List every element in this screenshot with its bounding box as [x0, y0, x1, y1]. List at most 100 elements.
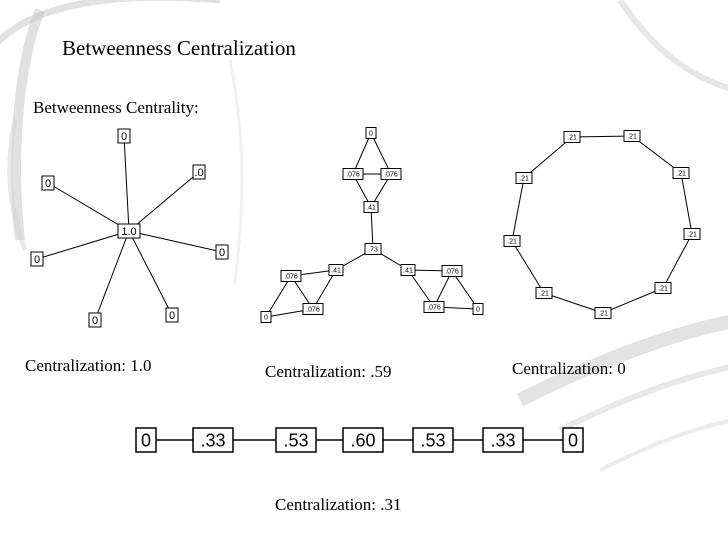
star-leaf-node-label: 0 — [121, 131, 127, 143]
dumbbell-centralization-caption: Centralization: .59 — [265, 362, 392, 381]
circle-node-box — [683, 228, 701, 240]
dumbbell-node-label: .41 — [366, 205, 376, 212]
line-node: .53 — [275, 427, 317, 453]
circle-network: .21 .21 .21 .21 .21 .21 .21 .21 .21 — [503, 130, 701, 319]
star-edge — [123, 135, 130, 232]
dumbbell-node: .076 — [441, 265, 463, 277]
line-centralization-caption: Centralization: .31 — [275, 495, 402, 514]
line-node-label: .33 — [200, 430, 225, 450]
star-edge — [36, 230, 130, 260]
dumbbell-node-label: .076 — [384, 172, 398, 179]
dumbbell-node-label: 0 — [476, 307, 480, 314]
star-edge — [128, 171, 200, 232]
star-leaf-node-box — [88, 312, 102, 328]
star-centralization-caption: Centralization: 1.0 — [25, 356, 152, 375]
circle-node: .21 — [503, 235, 521, 247]
dumbbell-node-box — [380, 168, 402, 180]
circle-node-label: .21 — [676, 171, 686, 178]
line-node-box — [135, 427, 157, 453]
dumbbell-edge — [265, 275, 292, 318]
star-leaf-node: 0 — [215, 244, 229, 260]
dumbbell-node-label: .076 — [306, 307, 320, 314]
star-edge — [47, 182, 130, 232]
star-leaf-node: .0 — [192, 164, 206, 180]
circle-centralization-caption: Centralization: 0 — [512, 359, 626, 378]
circle-node: .21 — [623, 130, 641, 142]
line-node: 0 — [135, 427, 157, 453]
star-leaf-node-label: 0 — [45, 178, 51, 190]
circle-node-label: .21 — [658, 286, 668, 293]
star-edge — [128, 230, 223, 253]
circle-edge — [571, 135, 633, 138]
circle-node: .21 — [683, 228, 701, 240]
circle-node-label: .21 — [519, 176, 529, 183]
star-leaf-node-label: .0 — [194, 167, 203, 179]
line-node-box — [412, 427, 454, 453]
dumbbell-node-label: .076 — [284, 274, 298, 281]
line-node-label: .60 — [350, 430, 375, 450]
circle-node: .21 — [535, 287, 553, 299]
star-leaf-node-box — [117, 128, 131, 144]
dumbbell-node-box — [365, 127, 377, 139]
star-leaf-node-box — [41, 175, 55, 191]
circle-edge — [511, 177, 525, 242]
line-node-label: 0 — [568, 430, 578, 450]
slide-subtitle: Betweenness Centrality: — [33, 98, 199, 117]
star-center-node: 1.0 — [117, 223, 141, 239]
dumbbell-edge — [451, 270, 479, 310]
dumbbell-node: .73 — [364, 243, 382, 255]
star-leaf-node-label: 0 — [219, 247, 225, 259]
dumbbell-node-box — [363, 201, 379, 213]
star-leaf-node-label: 0 — [34, 254, 40, 266]
line-node: .33 — [482, 427, 524, 453]
circle-edge — [543, 292, 604, 314]
dumbbell-node-label: 0 — [264, 315, 268, 322]
star-leaf-node-box — [30, 251, 44, 267]
dumbbell-node-box — [472, 303, 484, 315]
star-network: 1.0 0 .0 0 0 0 0 0 — [30, 128, 229, 328]
dumbbell-node-box — [400, 264, 416, 276]
line-node: .33 — [192, 427, 234, 453]
dumbbell-node-box — [328, 264, 344, 276]
dumbbell-node: .41 — [363, 201, 379, 213]
dumbbell-node-box — [260, 311, 272, 323]
line-node: .53 — [412, 427, 454, 453]
dumbbell-node-box — [280, 270, 302, 282]
circle-node-label: .21 — [567, 135, 577, 142]
circle-edge — [511, 240, 545, 294]
dumbbell-node-box — [302, 303, 324, 315]
line-node-label: .53 — [420, 430, 445, 450]
dumbbell-node: .076 — [302, 303, 324, 315]
star-leaf-node-box — [192, 164, 206, 180]
circle-node-box — [654, 282, 672, 294]
line-node-box — [342, 427, 384, 453]
line-node: .60 — [342, 427, 384, 453]
star-leaf-node-label: 0 — [169, 310, 175, 322]
star-edge — [94, 230, 130, 321]
dumbbell-node-box — [423, 301, 445, 313]
dumbbell-node-label: .41 — [403, 268, 413, 275]
dumbbell-node-label: .73 — [368, 247, 378, 254]
slide-title: Betweenness Centralization — [62, 36, 296, 60]
circle-node-box — [535, 287, 553, 299]
dumbbell-node: .076 — [423, 301, 445, 313]
dumbbell-node: 0 — [260, 311, 272, 323]
circle-edge — [680, 172, 693, 235]
dumbbell-node: 0 — [472, 303, 484, 315]
star-leaf-node-box — [215, 244, 229, 260]
dumbbell-node: .41 — [328, 264, 344, 276]
dumbbell-node-label: .076 — [445, 269, 459, 276]
star-center-node-box — [117, 223, 141, 239]
circle-node: .21 — [594, 307, 612, 319]
dumbbell-node: .076 — [280, 270, 302, 282]
star-leaf-node: 0 — [165, 307, 179, 323]
dumbbell-node-box — [441, 265, 463, 277]
circle-node: .21 — [672, 167, 690, 179]
circle-edge — [602, 287, 664, 314]
star-leaf-node: 0 — [88, 312, 102, 328]
circle-node-box — [623, 130, 641, 142]
star-edge — [128, 230, 173, 316]
